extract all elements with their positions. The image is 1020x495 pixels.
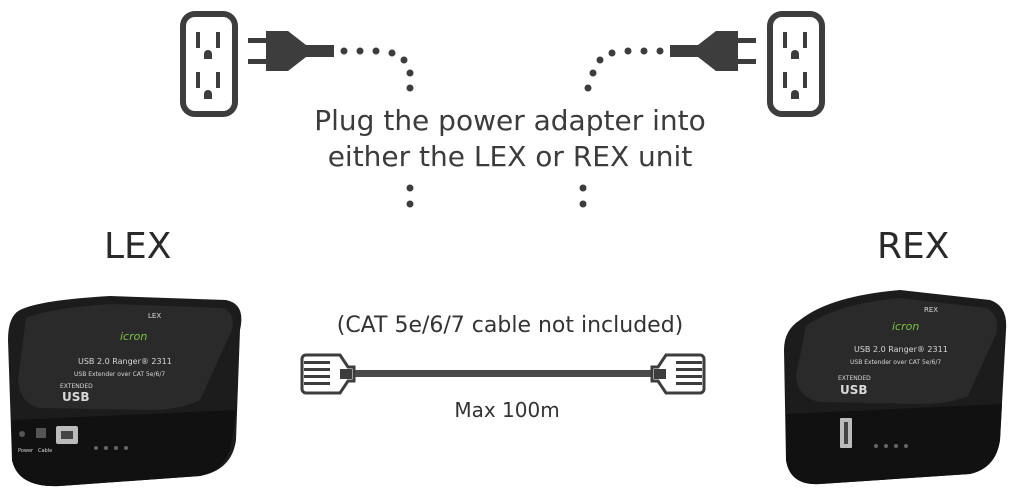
rex-model-label: USB 2.0 Ranger® 2311 [854,345,948,354]
left-dotted-path [340,47,414,208]
rex-brand-logo: icron [892,320,919,333]
instruction-line-2: either the LEX or REX unit [327,140,693,173]
lex-top-label: LEX [148,312,161,320]
rex-top-label: REX [924,306,938,314]
lex-brand-logo: icron [120,330,147,343]
rj45-connector-icon [650,353,706,395]
power-outlet-icon [767,11,825,117]
rex-device: REX icron USB 2.0 Ranger® 2311 USB Exten… [784,290,1007,485]
lex-model-label: USB 2.0 Ranger® 2311 [78,357,172,366]
lex-label: LEX [104,226,172,267]
lex-subtitle-label: USB Extender over CAT 5e/6/7 [74,371,165,378]
power-plug-icon [670,31,756,71]
lex-power-port [19,431,25,437]
cable-length: Max 100m [454,398,560,422]
lex-device: LEX icron USB 2.0 Ranger® 2311 USB Exten… [8,296,242,487]
lex-button [36,428,46,438]
rex-usb-logo: USB [840,383,868,397]
power-plug-icon [248,31,334,71]
rex-subtitle-label: USB Extender over CAT 5e/6/7 [850,359,941,366]
lex-port-label-power: Power [18,448,34,454]
lex-port-label-cable: Cable [38,448,52,454]
rex-usb-logo-top: EXTENDED [838,375,871,382]
cable-note: (CAT 5e/6/7 cable not included) [336,313,684,338]
rj45-connector-icon [300,353,356,395]
lex-usb-logo: USB [62,390,90,404]
instruction-line-1: Plug the power adapter into [314,104,706,137]
lex-usb-logo-top: EXTENDED [60,383,93,390]
right-dotted-path [579,47,664,208]
rex-label: REX [877,226,950,267]
cat-cable [300,353,706,395]
power-outlet-icon [180,11,238,117]
